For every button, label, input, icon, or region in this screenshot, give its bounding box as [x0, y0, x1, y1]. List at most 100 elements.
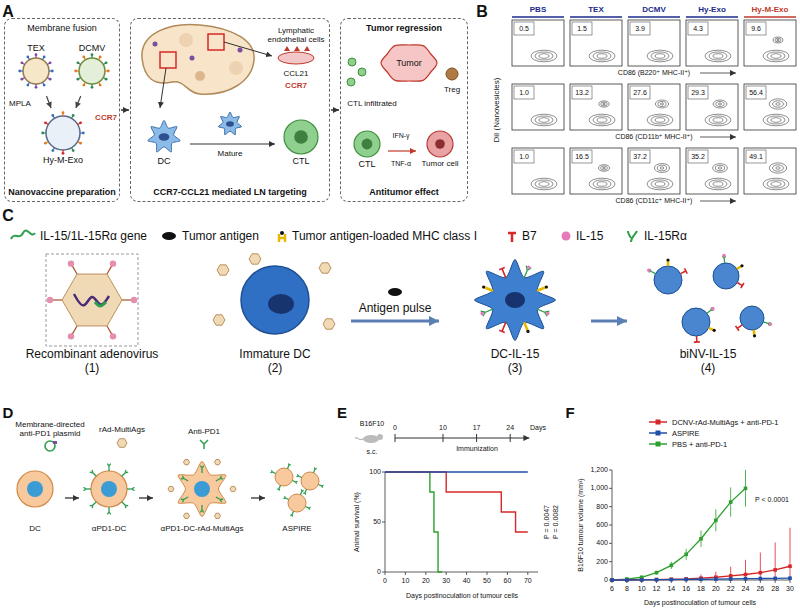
legend-symbol [276, 229, 288, 243]
cell-picture [201, 468, 202, 473]
cell-picture [217, 265, 229, 275]
lymph-node [160, 52, 176, 68]
panel-box: Antitumor effectTumorCTLTumor cell [340, 18, 468, 202]
flow-cytometry-plots [572, 22, 592, 35]
survival-chart [487, 572, 488, 575]
lymph-node [195, 71, 205, 81]
tumour-growth-chart [684, 553, 688, 557]
nanovesicle-group-picture [694, 341, 700, 343]
tumour-growth-chart [790, 580, 791, 583]
mature-dc [218, 112, 241, 135]
cell-picture [127, 488, 132, 489]
axis-title: CD86 (CD11b⁺ MHC-II⁺) [615, 133, 692, 141]
lymph-node [153, 42, 158, 47]
nanovesicle-group-picture [654, 266, 682, 294]
flow-cytometry-plots [777, 39, 779, 40]
immunization-timeline [395, 438, 529, 439]
node-label: DCMV [69, 43, 115, 53]
annotation-label: CCL21 [284, 70, 309, 79]
axis-tick-label: 28 [771, 585, 779, 593]
vesicle-picture [91, 86, 94, 89]
tumour-growth-chart [729, 500, 733, 504]
p-value: P = 0.0047 [543, 505, 551, 539]
axis-tick-label: 50 [373, 518, 381, 526]
tumour-growth-chart [640, 578, 644, 582]
cell-picture [485, 309, 492, 312]
legend-text: B7 [522, 229, 537, 243]
panel-letter: A [2, 3, 14, 21]
virus-picture [95, 302, 106, 306]
legend-swatch [656, 420, 661, 425]
tumour-growth-chart [610, 578, 614, 582]
cell-picture [90, 505, 93, 507]
flow-cytometry-plots [718, 103, 721, 105]
legend-entry: IL-15 [560, 229, 603, 243]
flow-cytometry-plots [572, 86, 592, 99]
legend-symbol [626, 229, 640, 243]
nanovesicle-group-picture [647, 268, 651, 272]
axis-tick-label: 30 [786, 585, 794, 593]
connector-arrow [190, 143, 275, 144]
vesicle-group-picture [284, 496, 285, 498]
flow-cytometry-plots [700, 73, 736, 74]
flow-cytometry-plots [713, 100, 727, 108]
flow-cytometry-plots [713, 118, 723, 123]
flow-cytometry-plots [686, 16, 738, 18]
legend-text: PBS + anti-PD-1 [672, 440, 727, 449]
vesicle-picture [43, 56, 46, 59]
cell: DC-IL-15(3) [440, 250, 590, 392]
lymph-node [160, 68, 166, 108]
flow-cytometry-plots [597, 182, 607, 187]
tumour-growth-chart [744, 573, 748, 577]
flow-cytometry-plots [771, 182, 781, 187]
flow-cytometry-plots [688, 86, 708, 99]
cell-picture [148, 120, 180, 152]
cell-picture [284, 120, 318, 154]
flow-cytometry-plots [763, 114, 789, 126]
annotation-label: Anti-PD1 [188, 428, 220, 437]
cell-picture [220, 500, 221, 503]
node-label: CCR7-CCL21 mediated LN targeting [133, 187, 327, 197]
tumour-growth-chart [699, 537, 703, 541]
tumour-growth-chart [609, 488, 612, 489]
legend-text: IL-15/1L-15Rα gene [40, 229, 147, 243]
flow-cytometry-plots [700, 137, 736, 138]
survival-chart [385, 471, 528, 472]
antibody-icon [200, 440, 208, 449]
lymphatic-endothelial-cell [278, 46, 314, 64]
vesicle-picture [35, 54, 38, 57]
axis-tick-label: 1,000 [590, 484, 608, 492]
survival-chart [382, 522, 385, 523]
node-label: Hy-M-Exo [35, 155, 91, 165]
vesicle-picture [107, 70, 110, 73]
vesicle-group-picture [318, 485, 321, 486]
lymph-node [179, 33, 193, 47]
axis-tick-label: 70 [524, 577, 532, 585]
legend-swatch [648, 415, 668, 429]
axis-tick-label: 0 [383, 577, 387, 585]
vesicle-group-picture [303, 493, 305, 494]
node-label: αPD1-DC-rAd-MultiAgs [156, 524, 248, 533]
nanovesicle-group-picture [713, 263, 739, 289]
gate-percentage: 35.2 [691, 153, 705, 161]
legend-symbol [279, 234, 285, 242]
lymph-node [224, 42, 272, 56]
immunization-timeline [395, 434, 529, 442]
flow-cytometry-plots [539, 118, 549, 123]
cell-picture [294, 130, 308, 144]
vesicle-picture [79, 58, 105, 84]
cell-picture [82, 454, 136, 524]
cell-picture [241, 266, 309, 334]
mouse-icon [355, 434, 383, 443]
vesicle-picture [82, 132, 85, 135]
cell-picture [84, 487, 86, 489]
flow-cytometry-plots [773, 101, 784, 108]
vesicle-group-picture [314, 469, 315, 472]
legend-entry: Tumor antigen-loaded MHC class I [276, 229, 477, 243]
cell-picture [323, 319, 335, 329]
vesicle-picture [62, 111, 65, 114]
vesicle-picture [82, 56, 85, 59]
flow-cytometry-plots [597, 54, 607, 59]
flow-cytometry-plots [539, 182, 549, 187]
flow-cytometry-plots [686, 20, 738, 66]
